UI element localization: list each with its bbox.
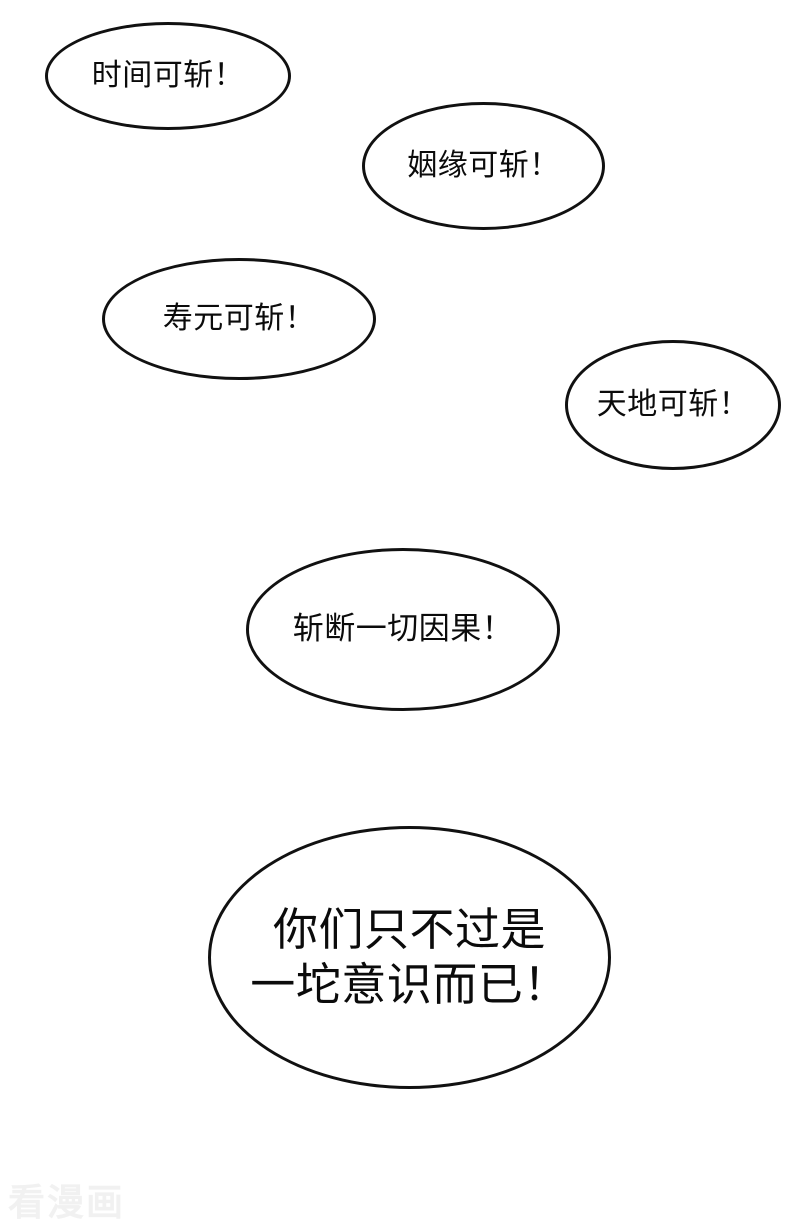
speech-bubble-3: 寿元可斩！ <box>102 258 376 380</box>
speech-bubble-5: 斩断一切因果！ <box>246 548 560 711</box>
speech-bubble-1: 时间可斩！ <box>45 22 291 130</box>
speech-bubble-5-text: 斩断一切因果！ <box>292 611 514 647</box>
speech-bubble-2-text: 姻缘可斩！ <box>407 149 560 183</box>
speech-bubble-3-text: 寿元可斩！ <box>162 302 316 336</box>
speech-bubble-4-text: 天地可斩！ <box>596 388 750 422</box>
speech-bubble-1-text: 时间可斩！ <box>91 59 245 93</box>
speech-bubble-4: 天地可斩！ <box>565 340 781 470</box>
speech-bubble-2: 姻缘可斩！ <box>362 102 605 230</box>
speech-bubble-6-text: 你们只不过是 一坨意识而已！ <box>250 903 569 1010</box>
speech-bubble-6: 你们只不过是 一坨意识而已！ <box>208 826 611 1089</box>
watermark: 看漫画 <box>8 1182 125 1223</box>
